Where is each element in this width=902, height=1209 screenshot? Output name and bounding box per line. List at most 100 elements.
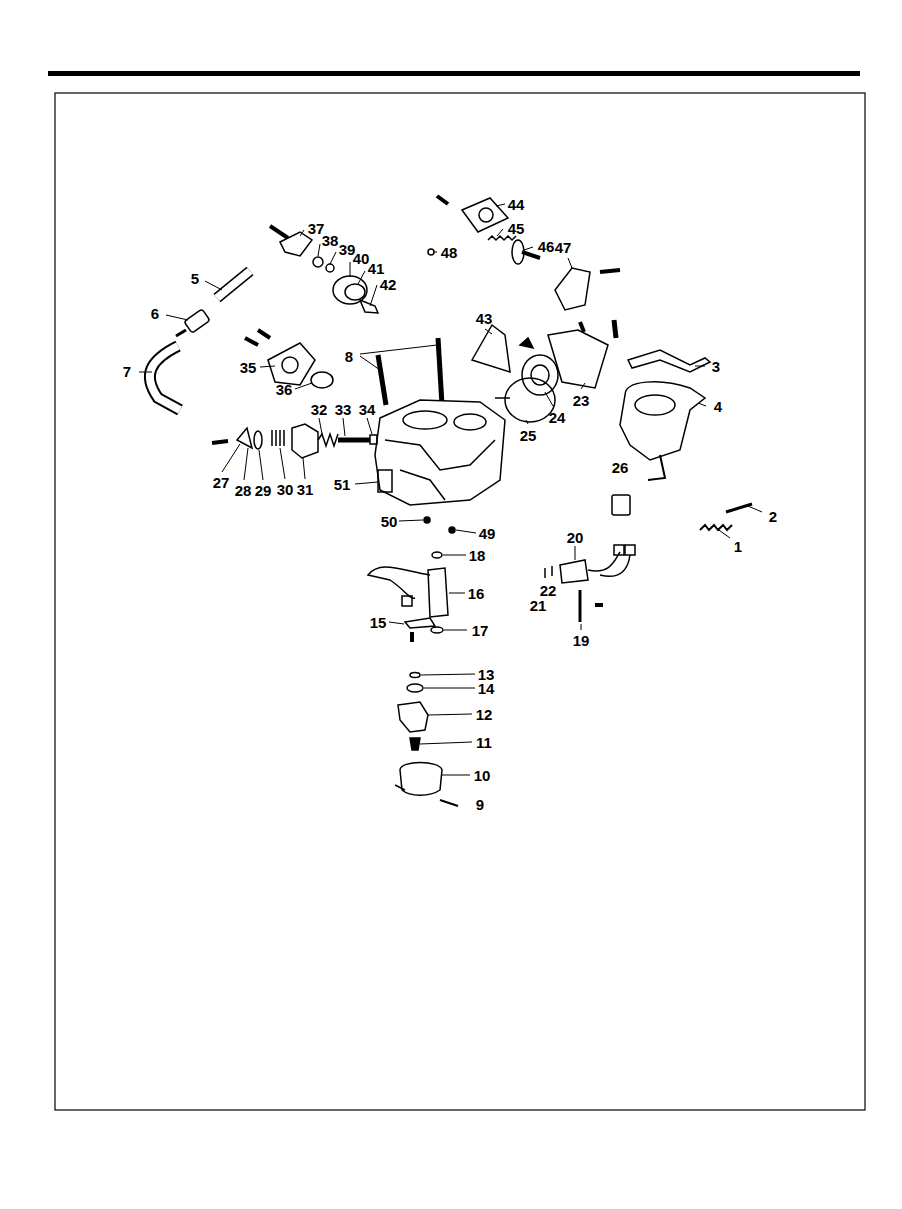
drawing-part <box>268 343 315 385</box>
callout-number: 30 <box>277 482 294 497</box>
drawing-part <box>292 424 318 458</box>
drawing-part <box>254 431 262 449</box>
drawing-part <box>620 382 705 460</box>
callout-number: 40 <box>353 251 370 266</box>
drawing-part <box>434 252 437 253</box>
drawing-part <box>579 590 582 622</box>
drawing-part <box>217 271 250 298</box>
drawing-part <box>581 624 582 630</box>
drawing-part <box>360 345 437 354</box>
drawing-part <box>385 440 495 470</box>
drawing-part <box>421 674 475 675</box>
callout-number: 36 <box>276 382 293 397</box>
callout-number: 18 <box>469 548 486 563</box>
drawing-part <box>581 383 585 389</box>
drawing-part <box>444 630 467 631</box>
drawing-part <box>431 627 443 633</box>
drawing-part <box>575 546 576 560</box>
callout-number: 44 <box>508 197 525 212</box>
callout-number: 49 <box>479 526 496 541</box>
drawing-part <box>139 372 152 373</box>
drawing-part <box>648 455 665 480</box>
drawing-part <box>345 284 365 300</box>
drawing-part <box>282 357 298 373</box>
drawing-part <box>524 247 533 250</box>
drawing-part <box>405 618 435 628</box>
drawing-part <box>410 673 420 678</box>
drawing-part <box>55 93 865 1110</box>
callout-number: 6 <box>151 306 159 321</box>
drawing-part <box>497 229 503 236</box>
drawing-part <box>395 785 405 790</box>
drawing-part <box>545 392 553 406</box>
drawing-part <box>600 270 620 272</box>
callout-number: 9 <box>476 797 484 812</box>
drawing-part <box>628 350 710 372</box>
callout-number: 10 <box>474 768 491 783</box>
drawing-part <box>522 252 540 258</box>
drawing-part <box>245 338 258 345</box>
drawing-part <box>318 244 320 256</box>
drawing-part <box>319 418 322 434</box>
drawing-part <box>400 763 442 796</box>
drawing-part <box>205 281 222 290</box>
drawing-part <box>48 71 860 76</box>
drawing-part <box>368 567 430 598</box>
callout-number: 21 <box>530 598 547 613</box>
drawing-part <box>612 495 630 515</box>
drawing-part <box>212 441 228 443</box>
drawing-part <box>437 196 448 204</box>
drawing-part <box>424 517 430 523</box>
drawing-part <box>330 252 336 264</box>
callout-number: 1 <box>734 539 742 554</box>
drawing-part <box>358 271 365 284</box>
drawing-part <box>176 330 186 336</box>
drawing-part <box>479 208 493 222</box>
callout-number: 28 <box>235 483 252 498</box>
drawing-part <box>428 568 448 617</box>
drawing-part <box>748 506 762 512</box>
callout-number: 15 <box>370 615 387 630</box>
drawing-part <box>338 438 370 443</box>
drawing-part <box>531 365 549 385</box>
callout-number: 35 <box>240 360 257 375</box>
drawing-part <box>428 249 434 255</box>
drawing-part <box>259 450 263 480</box>
drawing-part <box>367 418 372 434</box>
callout-number: 14 <box>478 681 495 696</box>
callout-number: 5 <box>191 271 199 286</box>
drawing-part <box>526 420 528 424</box>
drawing-part <box>442 775 470 776</box>
drawing-part <box>370 435 377 444</box>
drawing-part <box>389 622 404 624</box>
callout-number: 25 <box>520 428 537 443</box>
callout-number: 38 <box>322 233 339 248</box>
drawing-part <box>424 688 475 689</box>
callout-number: 43 <box>476 311 493 326</box>
drawing-part <box>449 527 455 533</box>
drawing-part <box>139 204 762 775</box>
drawing-part <box>270 226 288 238</box>
callout-number: 34 <box>359 402 376 417</box>
callout-number: 11 <box>476 735 492 750</box>
drawing-part <box>700 525 732 530</box>
drawing-part <box>400 470 445 500</box>
callout-number: 4 <box>714 399 722 414</box>
drawing-part <box>462 198 508 232</box>
callout-number: 22 <box>540 583 557 598</box>
callout-number: 41 <box>368 261 385 276</box>
drawing-part <box>410 738 420 750</box>
drawing-part <box>625 545 635 555</box>
drawing-part <box>454 414 486 430</box>
drawing-part <box>695 366 705 367</box>
drawing-part <box>222 444 240 472</box>
callout-number: 48 <box>441 245 458 260</box>
drawing-part <box>614 320 616 338</box>
drawing-part <box>350 262 351 277</box>
callout-number: 20 <box>567 530 584 545</box>
drawing-part <box>595 603 603 607</box>
drawing-part <box>488 236 516 240</box>
drawing-part <box>443 555 466 556</box>
drawing-part <box>333 276 367 304</box>
